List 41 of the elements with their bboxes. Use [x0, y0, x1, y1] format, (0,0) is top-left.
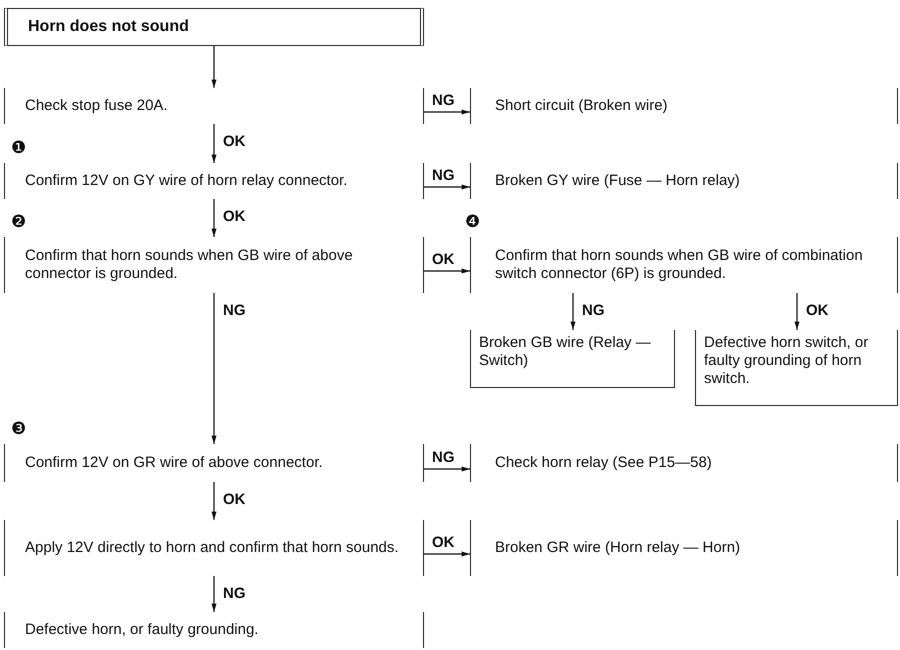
arrow — [424, 466, 470, 472]
arrow — [794, 293, 800, 330]
step-text: Broken GB wire (Relay — Switch) — [478, 333, 652, 371]
callout-number: ❷ — [11, 213, 26, 231]
arrow — [212, 199, 216, 237]
result-box — [470, 330, 675, 388]
arrow — [212, 124, 216, 163]
title-box — [4, 8, 424, 46]
step-text: Defective horn, or faulty grounding. — [24, 621, 260, 639]
arrow — [212, 576, 216, 612]
step-text: Horn does not sound — [27, 18, 189, 36]
step-box — [4, 612, 424, 648]
step-box — [470, 163, 898, 199]
arrow — [424, 268, 470, 274]
arrow — [212, 482, 216, 520]
step-text: Confirm 12V on GR wire of above connector. — [24, 454, 324, 472]
arrow — [424, 110, 470, 114]
step-text: Confirm that horn sounds when GB wire of combination switch connector (6P) is grounded. — [494, 247, 864, 283]
arrow — [570, 293, 576, 330]
step-box — [470, 444, 898, 482]
arrow — [212, 293, 216, 444]
step-text: Short circuit (Broken wire) — [494, 97, 669, 115]
step-text: Confirm 12V on GY wire of horn relay connector. — [24, 172, 348, 190]
step-text: Confirm that horn sounds when GB wire of above connector is grounded. — [24, 247, 354, 283]
arrow — [424, 184, 470, 190]
step-box — [4, 88, 424, 124]
result-box — [695, 330, 898, 406]
callout-number: ❸ — [11, 420, 26, 438]
step-text: Apply 12V directly to horn and confirm that horn sounds. — [24, 539, 400, 557]
step-box — [470, 88, 898, 124]
step-text: Broken GY wire (Fuse — Horn relay) — [494, 172, 741, 190]
arrow — [424, 552, 470, 556]
callout-number: ❶ — [11, 139, 26, 157]
step-text: Check stop fuse 20A. — [24, 97, 169, 115]
step-box — [470, 520, 898, 576]
callout-number: ❹ — [465, 213, 480, 231]
arrow — [212, 46, 216, 88]
step-text: Defective horn switch, or faulty grounding of horn switch. — [703, 333, 870, 389]
step-box — [4, 520, 424, 576]
step-text: Check horn relay (See P15—58) — [494, 454, 713, 472]
step-text: Broken GR wire (Horn relay — Horn) — [494, 539, 742, 557]
